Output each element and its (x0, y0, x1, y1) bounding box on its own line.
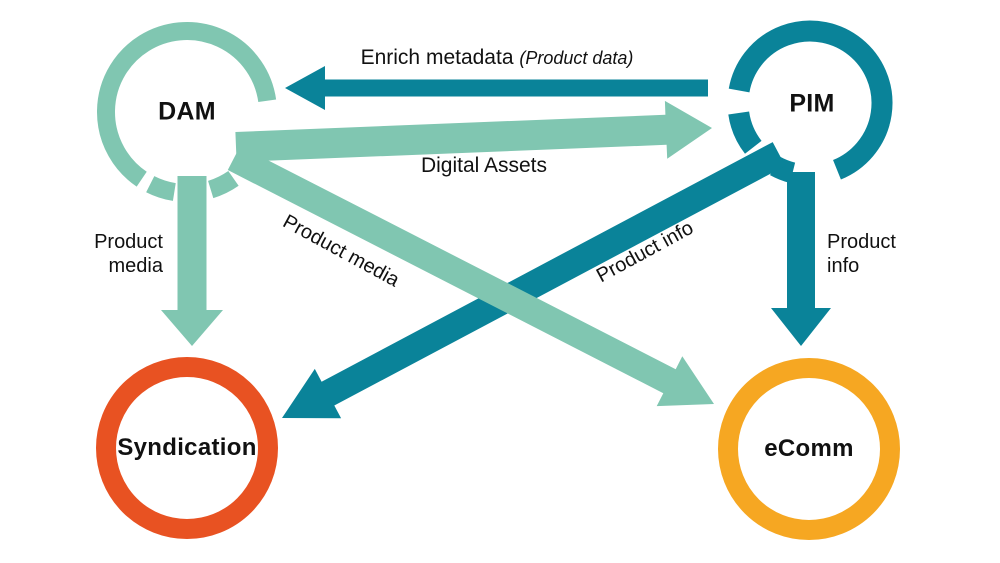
node-ring-dam (97, 22, 277, 187)
node-ring-pim (728, 20, 893, 180)
arrow-product-media-diagonal (227, 146, 715, 407)
edge-label-enrich-metadata-text: Enrich metadata (360, 46, 514, 69)
edge-label-digital-assets: Digital Assets (420, 154, 548, 177)
arrow-product-media-down (161, 176, 223, 346)
arrow-digital-assets (235, 100, 712, 162)
edge-label-product-media-down: Product media (94, 231, 163, 277)
node-ring-dam-fragment-2 (146, 176, 177, 201)
arrow-product-info-diagonal (282, 142, 786, 419)
flow-arrows (161, 66, 831, 419)
node-ring-dam-fragment-1 (207, 170, 239, 199)
node-label-pim: PIM (789, 89, 835, 118)
arrow-product-info-down (771, 172, 831, 346)
edge-label-enrich-metadata: Enrich metadata (Product data) (361, 46, 634, 70)
node-label-syndication: Syndication (117, 434, 257, 461)
arrow-enrich-metadata (285, 66, 708, 110)
node-label-ecomm: eComm (764, 435, 854, 462)
edge-label-enrich-metadata-note: (Product data) (519, 48, 634, 68)
node-ring-ecomm (718, 358, 900, 540)
node-label-dam: DAM (158, 97, 216, 126)
node-ring-syndication (96, 357, 278, 539)
node-rings (96, 20, 900, 540)
edge-label-product-info-down: Product info (827, 231, 896, 277)
node-ring-pim-fragment-2 (728, 111, 762, 154)
